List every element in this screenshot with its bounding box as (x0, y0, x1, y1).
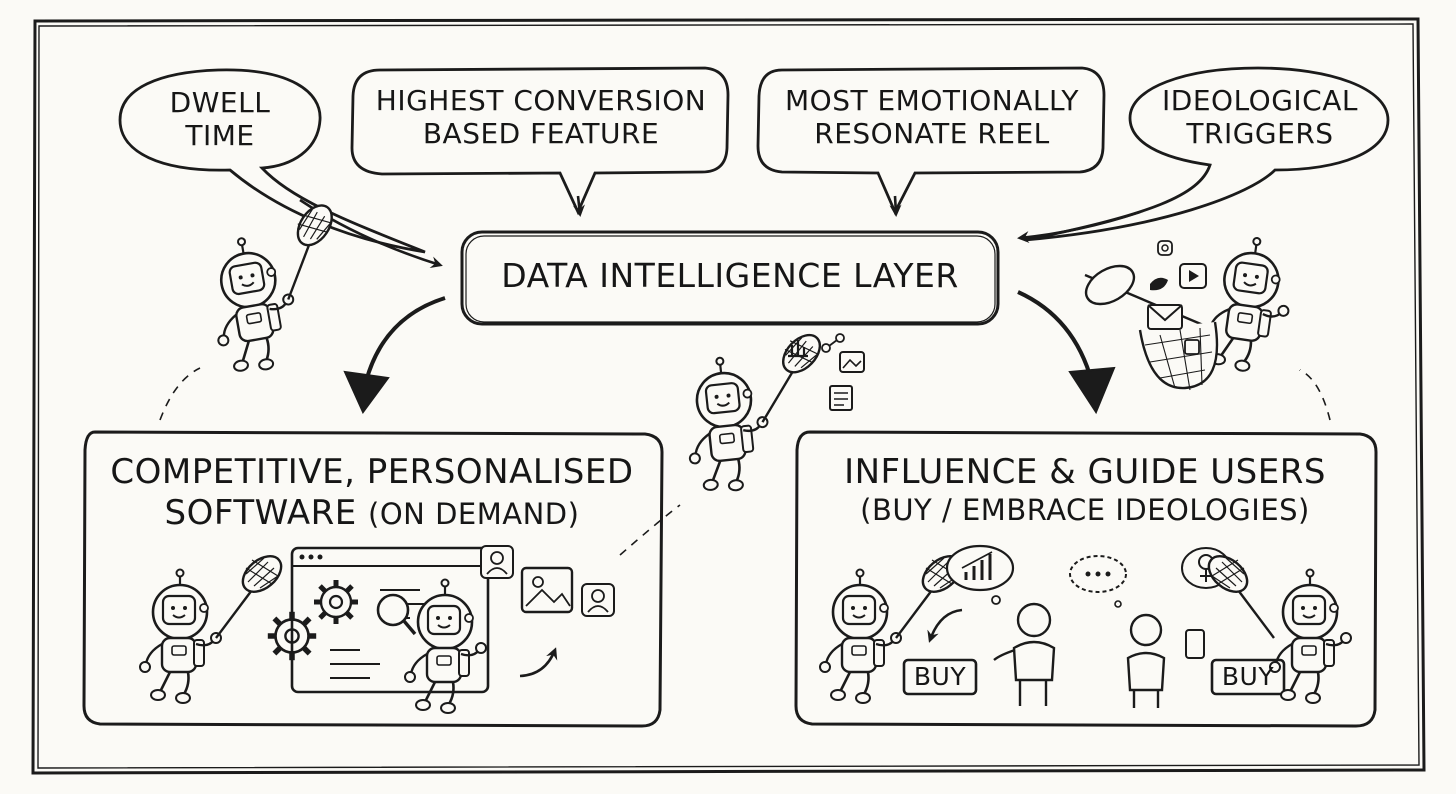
left-panel-title-line1: COMPETITIVE, PERSONALISED (92, 452, 652, 493)
right-panel-title-line1: INFLUENCE & GUIDE USERS (800, 452, 1370, 493)
bubble-ideological-triggers-text: IDEOLOGICAL TRIGGERS (1150, 84, 1370, 150)
left-panel-title-paren: (ON DEMAND) (368, 497, 579, 531)
envelope-icon (1148, 305, 1182, 329)
bubble-dwell-time-line1: DWELL (150, 86, 290, 119)
arrow-left-head (345, 372, 388, 412)
bubble-emotional-reel-text: MOST EMOTIONALLY RESONATE REEL (762, 84, 1102, 150)
image-icon (522, 568, 572, 612)
motion-trail-left (160, 368, 200, 420)
twitter-bird-icon (1150, 278, 1168, 291)
left-panel-title: COMPETITIVE, PERSONALISED SOFTWARE (ON D… (92, 452, 652, 534)
play-button-icon (1180, 264, 1206, 288)
image-card-icon (840, 352, 864, 372)
bubble-highest-conversion-text: HIGHEST CONVERSION BASED FEATURE (356, 84, 726, 150)
bubble-emotional-reel-line2: RESONATE REEL (762, 117, 1102, 150)
buy-label-right: BUY (1212, 662, 1284, 692)
motion-trail-right (1300, 370, 1330, 420)
right-panel-title: INFLUENCE & GUIDE USERS (BUY / EMBRACE I… (800, 452, 1370, 528)
phone-icon (1186, 630, 1204, 658)
left-panel-title-main: SOFTWARE (165, 493, 357, 533)
bubble-dwell-time-text: DWELL TIME (150, 86, 290, 152)
instagram-icon (1158, 241, 1172, 255)
bubble-highest-conversion-line2: BASED FEATURE (356, 117, 726, 150)
network-icon (822, 334, 844, 352)
bubble-ideological-triggers-line1: IDEOLOGICAL (1150, 84, 1370, 117)
bubble-highest-conversion-line1: HIGHEST CONVERSION (356, 84, 726, 117)
arrow-right-head (1070, 368, 1114, 412)
left-panel-title-line2: SOFTWARE (ON DEMAND) (92, 493, 652, 534)
data-intelligence-layer-label: DATA INTELLIGENCE LAYER (470, 257, 990, 296)
buy-label-left: BUY (904, 662, 976, 692)
arrow-reel-to-layer (895, 196, 896, 214)
right-panel-title-line2: (BUY / EMBRACE IDEOLOGIES) (800, 493, 1370, 528)
bubble-ideological-triggers-line2: TRIGGERS (1150, 117, 1370, 150)
bubble-emotional-reel-line1: MOST EMOTIONALLY (762, 84, 1102, 117)
bubble-dwell-time-line2: TIME (150, 119, 290, 152)
document-icon (830, 386, 852, 410)
